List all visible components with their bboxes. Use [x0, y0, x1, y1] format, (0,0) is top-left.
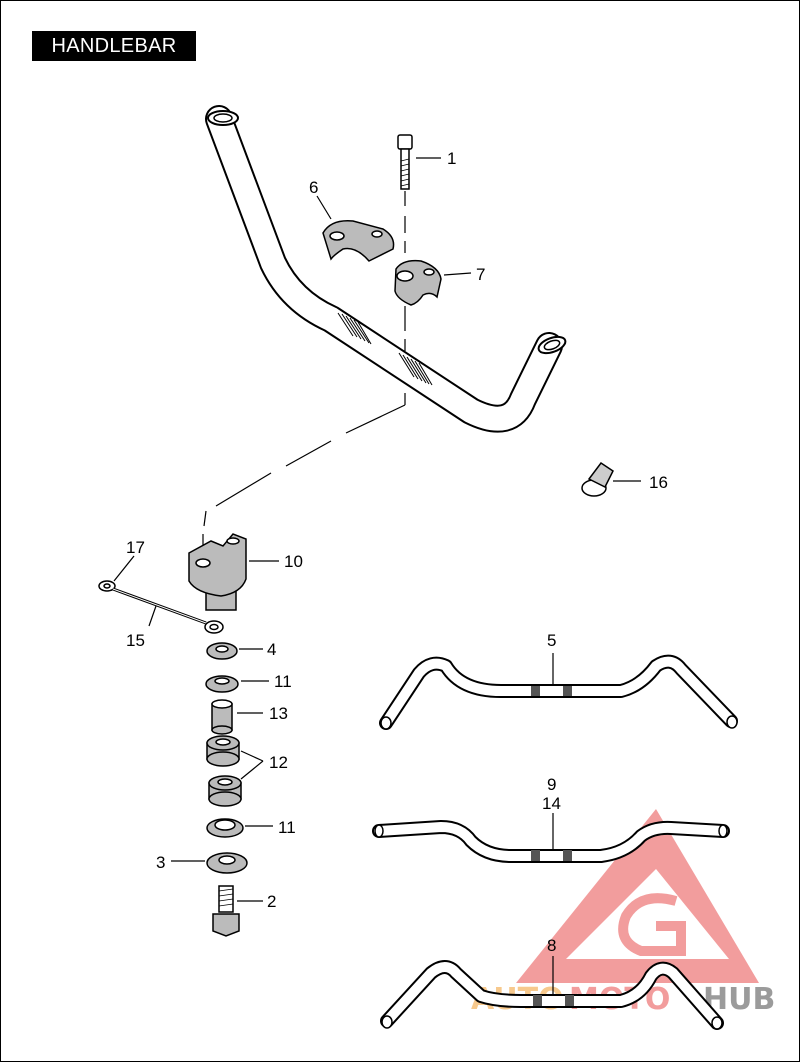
- callout-3: 3: [156, 853, 165, 872]
- part-7-lower-clamp: [394, 259, 472, 306]
- callout-15: 15: [126, 631, 145, 650]
- callout-16: 16: [649, 473, 668, 492]
- part-12-bushings: [206, 735, 264, 807]
- page-title: HANDLEBAR: [32, 31, 196, 61]
- callout-6: 6: [309, 178, 318, 197]
- part-10-riser: [188, 533, 279, 611]
- part-4-washer: [206, 642, 263, 660]
- part-15-17-ground-strap: [98, 555, 224, 634]
- part-1-screw: [397, 134, 441, 190]
- part-11-bushing-top: [205, 675, 269, 693]
- callout-14: 14: [542, 794, 561, 813]
- part-13-sleeve: [211, 699, 263, 735]
- part-3-washer: [171, 852, 248, 874]
- watermark-logo: AUTO MOTO HUB: [471, 809, 775, 1017]
- callout-12: 12: [269, 753, 288, 772]
- part-8-handlebar: [380, 956, 724, 1030]
- part-2-bolt: [212, 885, 263, 937]
- callout-5: 5: [547, 631, 556, 650]
- callout-9: 9: [547, 775, 556, 794]
- callout-1: 1: [447, 149, 456, 168]
- part-16-clip: [581, 461, 641, 497]
- callout-8: 8: [547, 936, 556, 955]
- callout-17: 17: [126, 538, 145, 557]
- callout-11-bottom: 11: [278, 818, 296, 837]
- callout-4: 4: [267, 640, 276, 659]
- callout-13: 13: [269, 704, 288, 723]
- callout-2: 2: [267, 892, 276, 911]
- callout-7: 7: [476, 265, 485, 284]
- watermark-g-shape: [618, 893, 686, 956]
- callout-11-top: 11: [274, 672, 292, 691]
- part-5-handlebar: [379, 653, 738, 730]
- assembly-centerlines: [202, 191, 406, 546]
- callout-10: 10: [284, 552, 303, 571]
- part-11-bushing-bottom: [206, 818, 273, 838]
- main-handlebar: [205, 105, 567, 433]
- part-9-14-handlebar: [372, 813, 730, 863]
- part-6-upper-clamp: [316, 195, 395, 262]
- watermark-triangle-inner: [566, 869, 729, 959]
